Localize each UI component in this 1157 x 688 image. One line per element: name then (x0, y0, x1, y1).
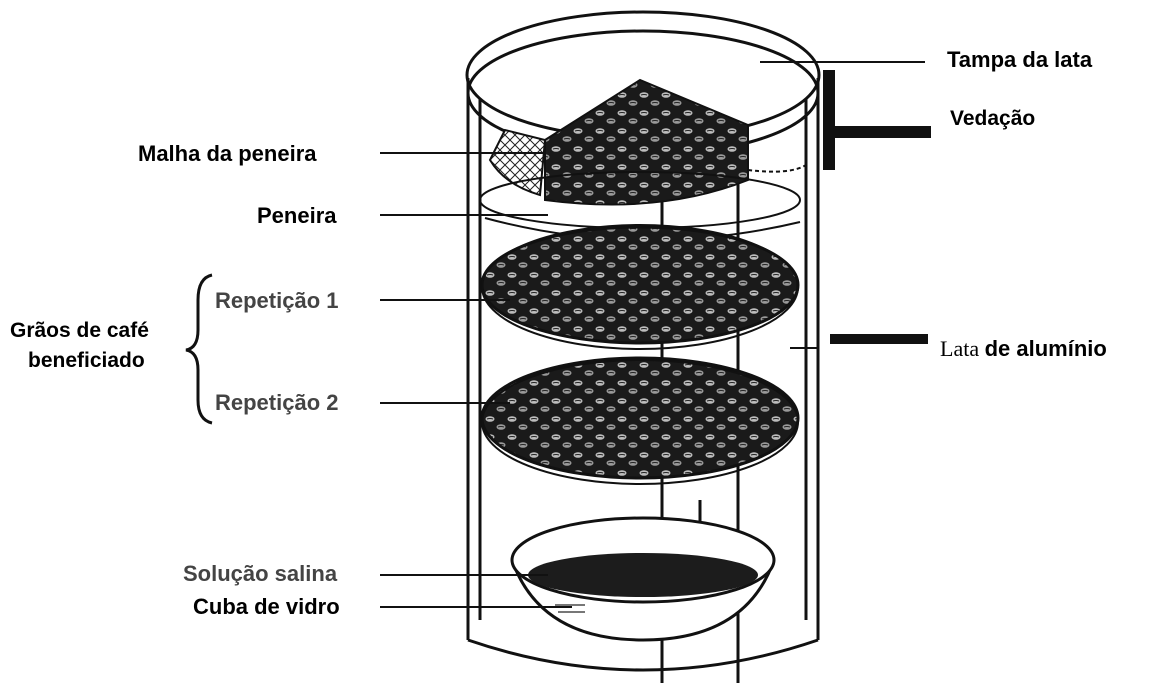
label-cuba: Cuba de vidro (193, 594, 340, 619)
label-repeticao-1: Repetição 1 (215, 288, 339, 313)
seal-bracket (823, 70, 931, 170)
label-vedacao: Vedação (950, 107, 1036, 130)
label-lata: Lata de alumínio (940, 338, 1107, 360)
label-graos-line1: Grãos de café (10, 319, 149, 342)
label-tampa: Tampa da lata (947, 47, 1093, 72)
can-pointer (830, 334, 928, 344)
leader-lines (380, 61, 925, 608)
top-sieve (479, 78, 807, 229)
label-repeticao-2: Repetição 2 (215, 390, 339, 415)
label-malha: Malha da peneira (138, 141, 317, 166)
tray-repetition-2 (480, 356, 800, 485)
beans-brace (185, 273, 213, 425)
label-peneira: Peneira (257, 203, 337, 228)
label-lata-suffix: de alumínio (984, 336, 1107, 361)
label-graos-line2: beneficiado (28, 349, 145, 372)
saline-solution (528, 553, 758, 597)
label-solucao: Solução salina (183, 561, 338, 586)
tray-repetition-1 (480, 224, 800, 350)
glass-tray (510, 516, 776, 642)
label-lata-prefix: Lata (940, 336, 980, 361)
aluminium-can (465, 10, 821, 672)
